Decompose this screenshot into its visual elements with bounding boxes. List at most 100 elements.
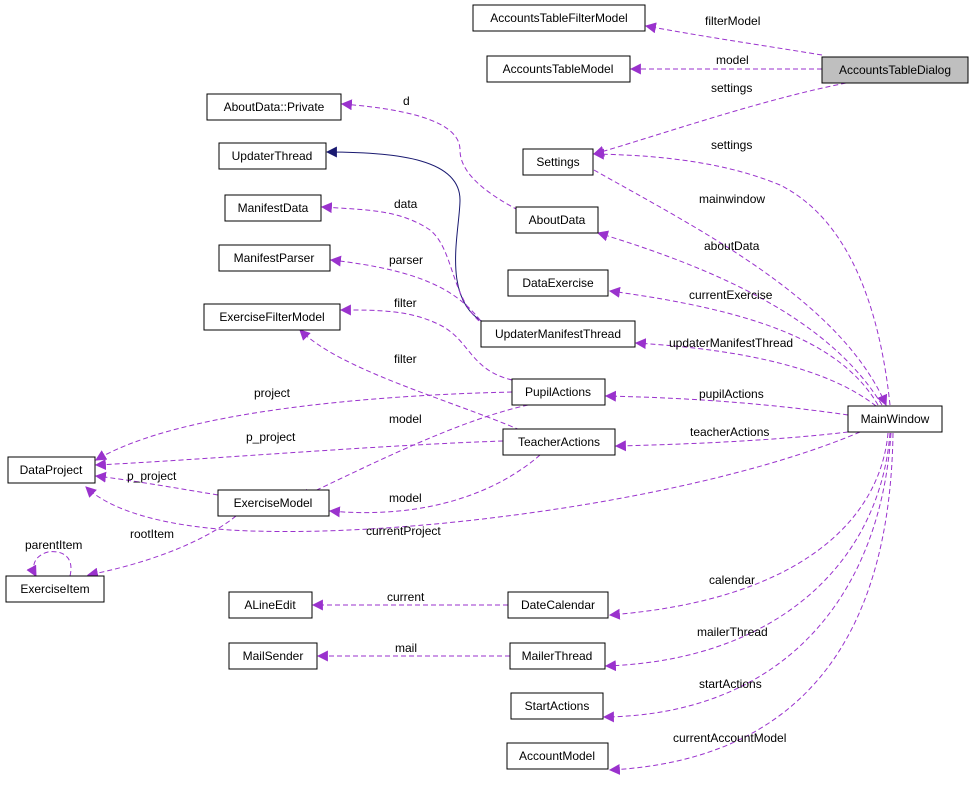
- node-label: StartActions: [525, 699, 590, 713]
- node-account-model[interactable]: AccountModel: [506, 742, 609, 770]
- edge-main-mailerthread: [604, 432, 891, 672]
- node-label: AccountsTableDialog: [839, 63, 951, 77]
- edge-label-filtermodel: filterModel: [705, 14, 760, 28]
- node-label: AccountsTableModel: [503, 62, 614, 76]
- edge-exercisemodel-exerciseitem: [86, 515, 237, 579]
- edge-label-p-project: p_project: [127, 469, 177, 483]
- node-label: AboutData::Private: [224, 100, 325, 114]
- edge-main-pupil: [604, 390, 849, 416]
- node-mail-sender[interactable]: MailSender: [228, 642, 318, 670]
- edge-label-currentexercise: currentExercise: [689, 288, 773, 302]
- edge-exerciseitem-self: [26, 551, 72, 577]
- edge-label-p-project: p_project: [246, 430, 296, 444]
- edge-label-parser: parser: [389, 253, 423, 267]
- edge-main-datecalendar: [608, 432, 889, 620]
- edge-main-dataexercise: [608, 286, 879, 406]
- node-label: DataProject: [20, 463, 83, 477]
- edge-exercisemodel-dataproject: [94, 471, 219, 496]
- node-label: PupilActions: [525, 385, 591, 399]
- edge-teacher-exercisemodel: [328, 454, 541, 518]
- edge-label-filter: filter: [394, 352, 417, 366]
- node-accounts-table-filter-model[interactable]: AccountsTableFilterModel: [472, 4, 646, 32]
- node-pupil-actions[interactable]: PupilActions: [511, 378, 606, 406]
- edge-label-settings: settings: [711, 138, 752, 152]
- node-accounts-table-model[interactable]: AccountsTableModel: [486, 55, 631, 83]
- edge-pupil-exercisefilter: [339, 304, 513, 381]
- node-exercise-model[interactable]: ExerciseModel: [217, 489, 330, 517]
- node-aboutdata-private[interactable]: AboutData::Private: [206, 93, 342, 121]
- edge-label-model: model: [389, 412, 422, 426]
- node-accounts-table-dialog[interactable]: AccountsTableDialog: [821, 56, 969, 84]
- edge-label-aboutdata: aboutData: [704, 239, 760, 253]
- edge-main-updatermanifest: [634, 338, 877, 407]
- edge-label-mailerthread: mailerThread: [697, 625, 768, 639]
- edge-label-d: d: [403, 94, 410, 108]
- edge-label-project: project: [254, 386, 291, 400]
- nodes: AccountsTableFilterModel AccountsTableMo…: [5, 4, 969, 770]
- edge-pupil-exercisemodel: [299, 404, 529, 499]
- edge-updatermanifest-manifestdata: [320, 202, 486, 327]
- node-exercise-filter-model[interactable]: ExerciseFilterModel: [203, 303, 341, 331]
- edge-pupil-dataproject: [95, 391, 513, 461]
- edge-label-model: model: [716, 53, 749, 67]
- edge-label-settings: settings: [711, 81, 752, 95]
- edge-main-mainwindow: [593, 169, 888, 407]
- node-label: UpdaterManifestThread: [495, 327, 621, 341]
- node-label: MainWindow: [861, 412, 930, 426]
- edge-label-currentproject: currentProject: [366, 524, 441, 538]
- node-label: AccountModel: [519, 749, 595, 763]
- node-main-window[interactable]: MainWindow: [847, 405, 943, 433]
- edge-teacher-exercisefilter: [299, 329, 521, 431]
- node-label: MailerThread: [522, 649, 593, 663]
- edge-label-currentaccountmodel: currentAccountModel: [673, 731, 786, 745]
- edge-main-settings: [592, 148, 891, 406]
- edges: [26, 22, 894, 775]
- node-mailer-thread[interactable]: MailerThread: [509, 642, 606, 670]
- node-data-project[interactable]: DataProject: [7, 456, 96, 484]
- edge-main-accountmodel: [608, 432, 894, 775]
- node-label: ExerciseModel: [234, 496, 313, 510]
- node-label: ManifestParser: [234, 251, 315, 265]
- edge-label-rootitem: rootItem: [130, 527, 174, 541]
- node-exercise-item[interactable]: ExerciseItem: [5, 575, 105, 603]
- edge-label-model: model: [389, 491, 422, 505]
- edge-main-dataproject: [85, 431, 861, 532]
- edge-label-mail: mail: [395, 641, 417, 655]
- node-data-exercise[interactable]: DataExercise: [507, 269, 609, 297]
- edge-label-parentitem: parentItem: [25, 538, 82, 552]
- edge-label-startactions: startActions: [699, 677, 762, 691]
- node-label: ExerciseItem: [20, 582, 89, 596]
- edge-main-teacher: [614, 431, 849, 452]
- edge-label-calendar: calendar: [709, 573, 755, 587]
- node-label: TeacherActions: [518, 435, 600, 449]
- node-updater-thread[interactable]: UpdaterThread: [218, 142, 327, 170]
- edge-main-startactions: [602, 432, 892, 723]
- node-label: Settings: [536, 155, 579, 169]
- node-label: UpdaterThread: [232, 149, 313, 163]
- edge-teacher-dataproject: [94, 440, 504, 471]
- edge-aboutdata-private: [340, 99, 519, 211]
- node-aline-edit[interactable]: ALineEdit: [228, 591, 313, 619]
- node-about-data[interactable]: AboutData: [515, 206, 599, 234]
- node-start-actions[interactable]: StartActions: [510, 692, 604, 720]
- node-teacher-actions[interactable]: TeacherActions: [502, 428, 616, 456]
- edge-label-mainwindow: mainwindow: [699, 192, 765, 206]
- edge-updatermanifest-parser: [329, 255, 486, 328]
- node-manifest-data[interactable]: ManifestData: [224, 194, 322, 222]
- edge-label-filter: filter: [394, 296, 417, 310]
- node-label: ALineEdit: [244, 598, 296, 612]
- node-label: AboutData: [529, 213, 586, 227]
- node-label: DateCalendar: [521, 598, 595, 612]
- node-settings[interactable]: Settings: [522, 148, 594, 176]
- node-date-calendar[interactable]: DateCalendar: [507, 591, 609, 619]
- edge-dialog-settings: [592, 82, 847, 157]
- node-updater-manifest-thread[interactable]: UpdaterManifestThread: [480, 320, 636, 348]
- node-manifest-parser[interactable]: ManifestParser: [218, 244, 331, 272]
- edge-main-aboutdata: [596, 230, 883, 406]
- edge-dialog-filtermodel: [644, 22, 823, 56]
- edge-label-data: data: [394, 197, 418, 211]
- node-label: ManifestData: [238, 201, 309, 215]
- edge-label-teacheractions: teacherActions: [690, 425, 769, 439]
